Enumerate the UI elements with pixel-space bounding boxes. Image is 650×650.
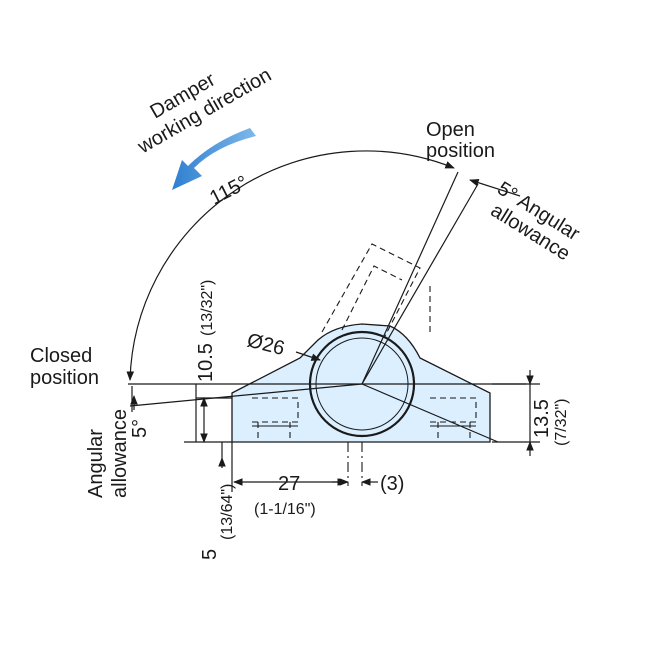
dimension-lines: [184, 351, 540, 492]
diameter-label: Ø26: [245, 330, 287, 360]
angle-5-left-label: 5°: [129, 419, 151, 438]
open-label-1: Open: [426, 119, 475, 141]
offset-label: (3): [380, 473, 404, 495]
open-arm-outline: [321, 243, 431, 339]
height-mm-label: 10.5: [195, 343, 217, 382]
angle-arc-115: [126, 150, 521, 412]
angular-left-label-2: allowance: [109, 409, 131, 498]
right-height-mm-label: 13.5: [531, 399, 553, 438]
closed-label-1: Closed: [30, 345, 92, 367]
right-height-in-label: (7/32"): [553, 399, 570, 446]
height-in-label: (13/32"): [199, 280, 216, 336]
damper-direction-arrow: [172, 128, 256, 190]
width-mm-label: 27: [278, 473, 300, 495]
angular-left-label-1: Angular: [85, 429, 107, 498]
width-in-label: (1-1/16"): [254, 501, 316, 518]
base-mm-label: 5: [199, 549, 221, 560]
base-in-label: (13/64"): [219, 484, 236, 540]
angle-115-label: 115°: [206, 172, 252, 210]
closed-label-2: position: [30, 367, 99, 389]
open-label-2: position: [426, 140, 495, 162]
